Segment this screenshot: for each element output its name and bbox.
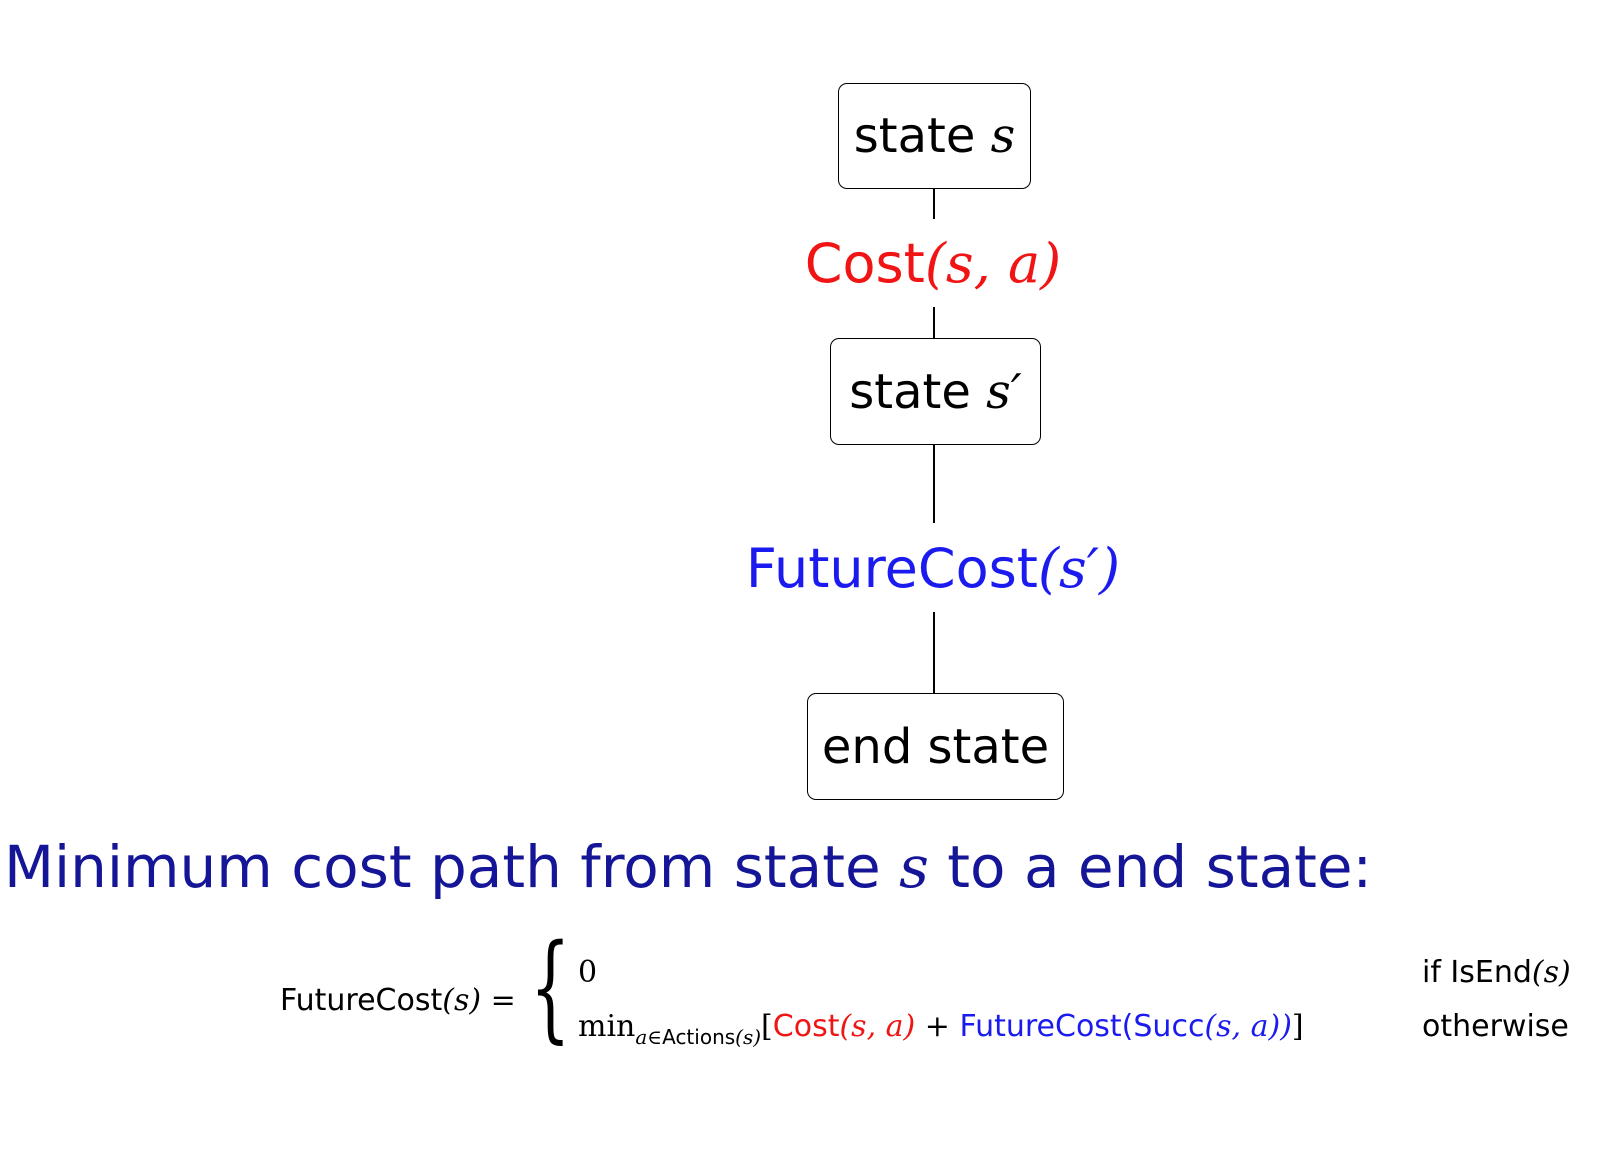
heading: Minimum cost path from state s to a end …	[4, 838, 1372, 896]
node-state-s-prime: state s′	[830, 338, 1041, 445]
edge-sprime-to-end-lower	[933, 612, 935, 693]
heading-suffix: to a end state:	[928, 833, 1373, 901]
edge-sprime-to-end-upper	[933, 445, 935, 523]
node-state-s-prime-label: state	[849, 363, 971, 420]
case2-plus: +	[915, 1009, 960, 1044]
edge-label-futurecost: FutureCost(s′)	[0, 542, 1604, 596]
formula-case1-condition: if IsEnd(s)	[1422, 958, 1571, 988]
case2-futurecost: FutureCost(Succ(s, a))	[959, 1009, 1291, 1044]
node-state-s: state s	[838, 83, 1031, 189]
case2-min: min	[578, 1009, 636, 1044]
node-state-s-var: s	[990, 108, 1016, 164]
formula-lhs-args: (s) =	[442, 983, 516, 1018]
edge-s-to-sprime-lower	[933, 307, 935, 338]
case1-condition-args: (s)	[1531, 955, 1571, 990]
case2-open-bracket: [	[761, 1009, 773, 1044]
futurecost-formula: FutureCost(s) = { 0 mina∈Actions(s)[Cost…	[280, 930, 1580, 1054]
formula-case2-value: mina∈Actions(s)[Cost(s, a) + FutureCost(…	[578, 1009, 1304, 1049]
case2-subscript-var: a∈	[635, 1025, 663, 1049]
edge-label-cost: Cost(s, a)	[0, 237, 1604, 291]
case2-subscript-set: Actions	[662, 1025, 736, 1049]
case2-condition: otherwise	[1422, 1009, 1569, 1044]
case1-zero: 0	[578, 955, 598, 990]
formula-case2-condition: otherwise	[1422, 1012, 1569, 1042]
formula-cases-brace: {	[530, 920, 571, 1055]
case2-futurecost-args: (s, a))	[1204, 1009, 1292, 1044]
case2-cost: Cost(s, a)	[773, 1009, 915, 1044]
case2-subscript-args: (s)	[735, 1025, 762, 1049]
case2-subscript: a∈Actions(s)	[635, 1025, 761, 1049]
futurecost-args-label: (s′)	[1037, 537, 1121, 600]
formula-lhs: FutureCost(s) =	[280, 986, 516, 1016]
formula-case1-value: 0	[578, 958, 597, 988]
heading-prefix: Minimum cost path from state	[4, 833, 900, 901]
cost-args-label: (s, a)	[924, 232, 1062, 295]
futurecost-fn-label: FutureCost	[745, 537, 1038, 600]
case2-cost-fn: Cost	[772, 1009, 840, 1044]
edge-s-to-sprime-upper	[933, 189, 935, 219]
case1-condition-prefix: if IsEnd	[1422, 955, 1532, 990]
node-end-state: end state	[807, 693, 1064, 800]
case2-close-bracket: ]	[1291, 1009, 1304, 1044]
node-state-s-label: state	[853, 108, 976, 164]
heading-var: s	[899, 833, 929, 901]
node-state-s-prime-var: s′	[986, 363, 1022, 420]
case2-cost-args: (s, a)	[839, 1009, 916, 1044]
cost-fn-label: Cost	[804, 232, 925, 295]
node-end-state-label: end state	[821, 718, 1050, 775]
formula-lhs-fn: FutureCost	[280, 983, 443, 1018]
case2-futurecost-fn: FutureCost(Succ	[959, 1009, 1205, 1044]
